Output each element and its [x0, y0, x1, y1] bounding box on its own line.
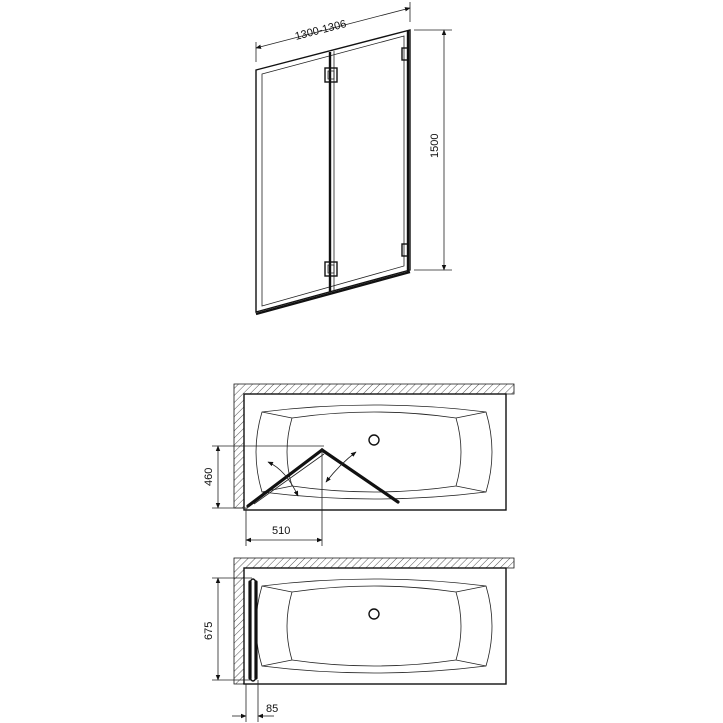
thickness-dimension: 85: [232, 680, 278, 722]
screen-outline: [255, 29, 411, 316]
wall-bracket-bottom: [401, 243, 409, 257]
swing-arrows: [267, 451, 357, 497]
length-dimension: 675: [203, 577, 252, 681]
plan-view-open: 460 510: [203, 383, 515, 546]
width-dimension: 1300-1306: [255, 2, 411, 62]
glass-panels-folded: [248, 578, 258, 682]
bathtub: [243, 393, 507, 511]
length-dimension-label: 675: [203, 622, 215, 640]
width-dimension-label: 1300-1306: [294, 18, 348, 43]
wall-hatch-2: [233, 557, 515, 685]
thickness-dimension-label: 85: [266, 703, 278, 715]
depth-dimension: 460: [203, 445, 324, 509]
reach-dimension-label: 510: [272, 525, 290, 537]
plan-view-folded: 675 85: [203, 557, 515, 722]
depth-dimension-label: 460: [203, 468, 215, 486]
front-view: 1300-1306 1500: [255, 2, 452, 316]
reach-dimension: 510: [245, 448, 323, 546]
height-dimension: 1500: [414, 29, 452, 271]
drain: [368, 434, 380, 446]
hinge-top: [324, 67, 338, 83]
fold-joint: [324, 51, 338, 292]
bathtub-2: [243, 567, 507, 685]
height-dimension-label: 1500: [429, 134, 441, 158]
drain-2: [368, 608, 380, 620]
hinge-bottom: [324, 261, 338, 277]
